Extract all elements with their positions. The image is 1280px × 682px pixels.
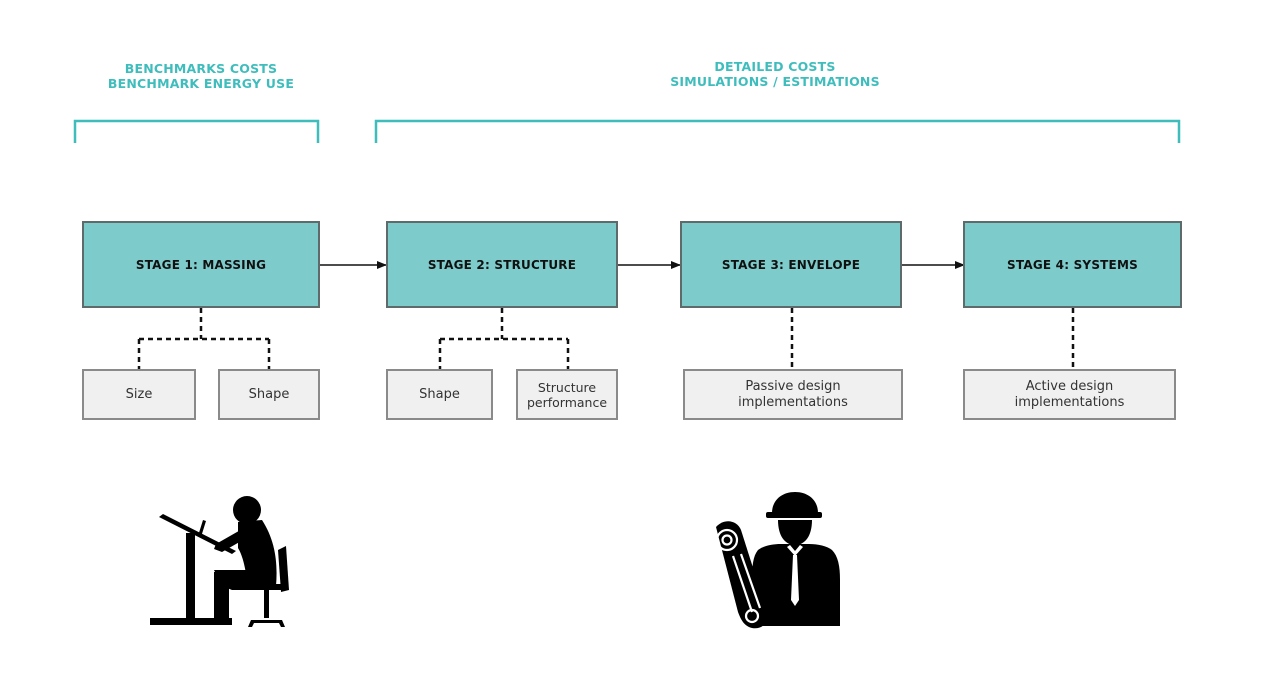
detailed-heading-line2: SIMULATIONS / ESTIMATIONS: [670, 74, 880, 89]
drafter-at-drafting-table-icon: [150, 496, 289, 627]
stage-2-item-shape: Shape: [386, 369, 493, 420]
stage-2-item-shape-label: Shape: [419, 386, 460, 402]
stage-4-label: STAGE 4: SYSTEMS: [1007, 257, 1138, 272]
stage-2-label: STAGE 2: STRUCTURE: [427, 257, 577, 272]
stage2-connector: [438, 308, 570, 369]
benchmark-heading-line1: BENCHMARKS COSTS: [124, 61, 278, 76]
stage-1-item-shape: Shape: [218, 369, 320, 420]
stage-3-box: STAGE 3: ENVELOPE: [680, 221, 902, 308]
engineer-with-hard-hat-and-blueprint-icon: [715, 492, 840, 629]
stage-2-item-structure-performance-label: Structure performance: [526, 379, 608, 410]
stage-4-item-active-label: Active design implementations: [1014, 378, 1125, 410]
stage-2-item-structure-performance: Structure performance: [516, 369, 618, 420]
stage-3-item-passive-label: Passive design implementations: [738, 378, 848, 410]
benchmark-heading: BENCHMARKS COSTS BENCHMARK ENERGY USE: [76, 61, 326, 91]
stage-4-item-active: Active design implementations: [963, 369, 1176, 420]
stage-2-box: STAGE 2: STRUCTURE: [386, 221, 618, 308]
stage-1-item-shape-label: Shape: [248, 386, 290, 402]
stage-1-item-size-label: Size: [125, 386, 153, 402]
stage-3-item-passive: Passive design implementations: [683, 369, 903, 420]
stage-1-label: STAGE 1: MASSING: [135, 257, 267, 272]
stage-1-box: STAGE 1: MASSING: [82, 221, 320, 308]
stage1-connector: [137, 308, 271, 369]
detailed-heading-line1: DETAILED COSTS: [714, 59, 836, 74]
detailed-heading: DETAILED COSTS SIMULATIONS / ESTIMATIONS: [600, 59, 950, 89]
benchmark-bracket: [73, 119, 320, 143]
detailed-bracket: [374, 119, 1181, 143]
benchmark-heading-line2: BENCHMARK ENERGY USE: [107, 76, 295, 91]
stage-3-label: STAGE 3: ENVELOPE: [721, 257, 861, 272]
stage-4-box: STAGE 4: SYSTEMS: [963, 221, 1182, 308]
stage-1-item-size: Size: [82, 369, 196, 420]
